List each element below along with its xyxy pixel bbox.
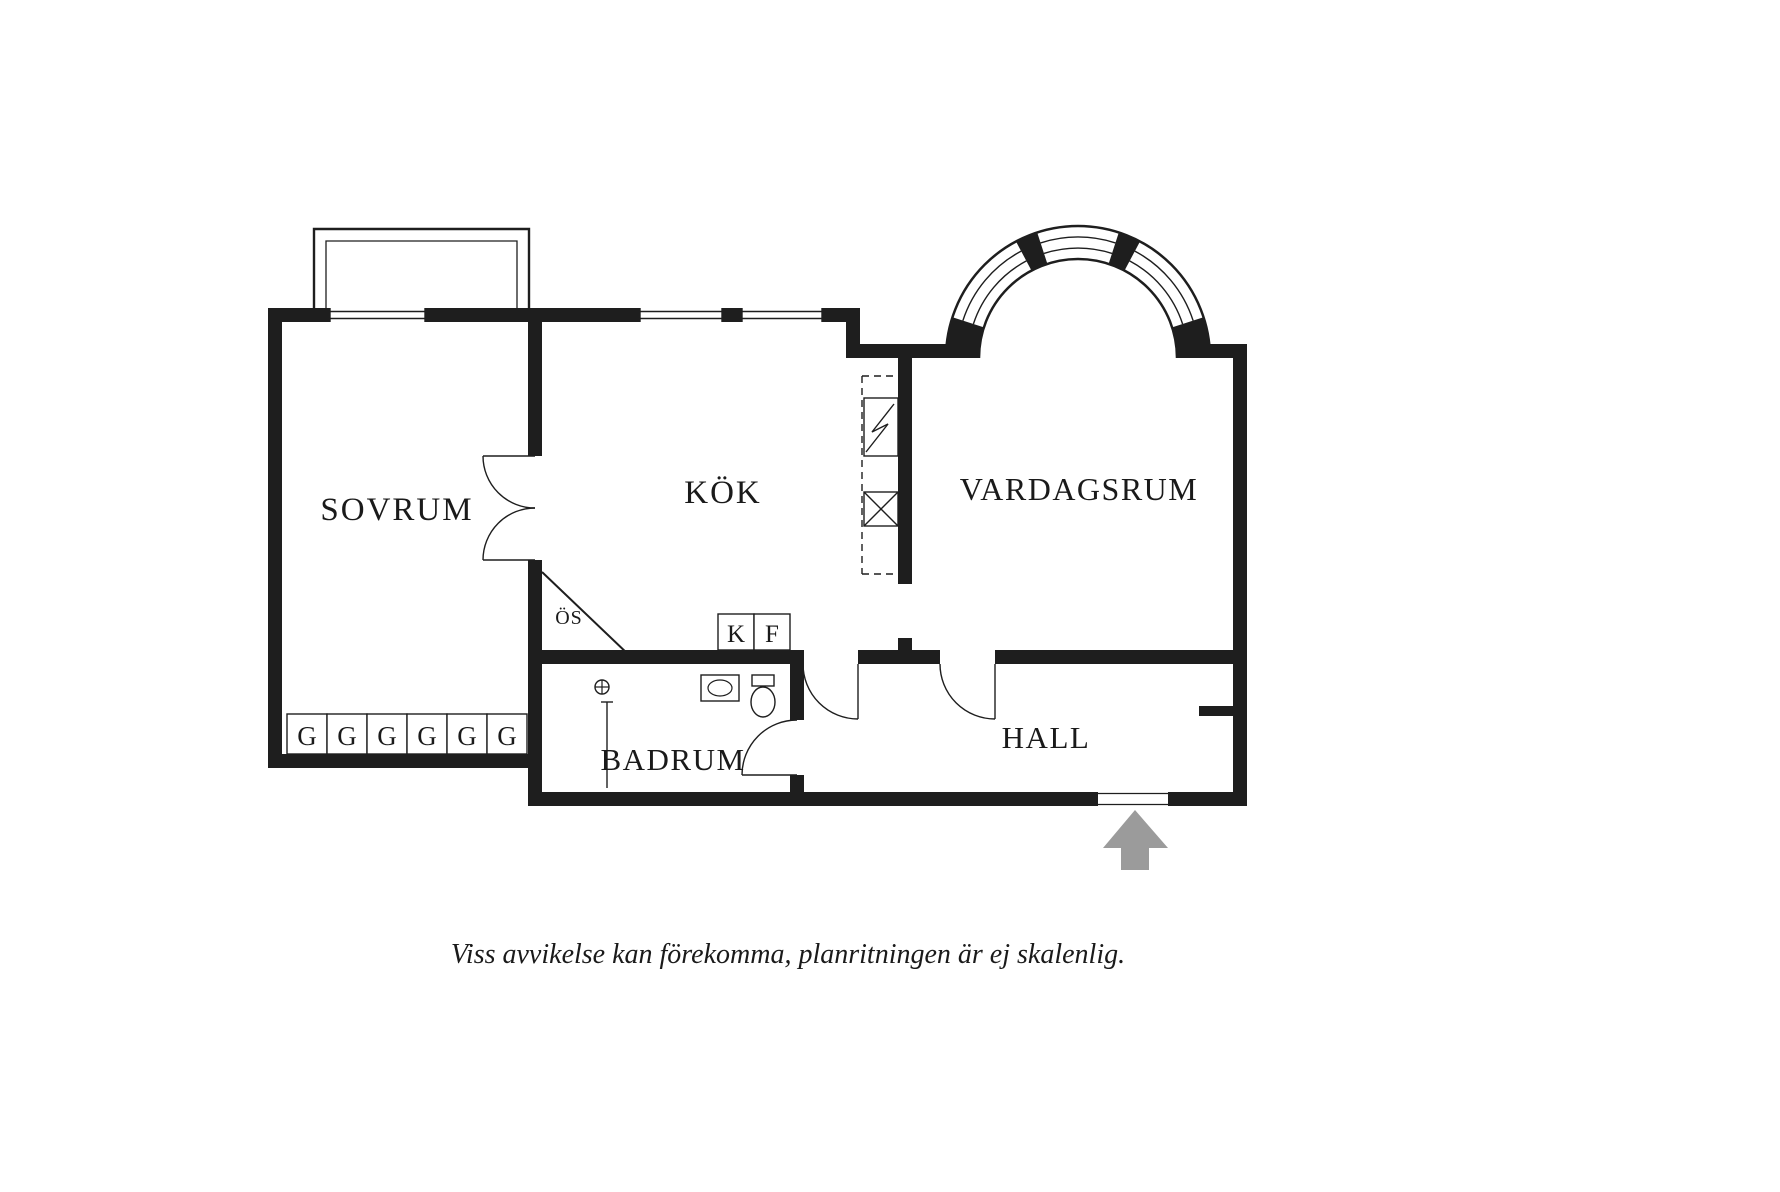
wall-bottom-seg1 <box>528 792 1098 806</box>
room-label-kok: KÖK <box>684 475 762 511</box>
wall-hall-mid <box>858 650 940 664</box>
bathroom-fixtures <box>594 674 776 788</box>
room-label-sovrum: SOVRUM <box>320 492 473 528</box>
wardrobes: G G G G G G <box>286 713 528 755</box>
sink-icon <box>700 674 740 702</box>
wardrobe-label: G <box>497 721 517 751</box>
bay-window <box>944 224 1212 359</box>
stove-cross-line <box>863 491 899 527</box>
sink-basin <box>707 679 733 697</box>
balcony-outer-line <box>312 227 531 312</box>
wardrobe-label: G <box>417 721 437 751</box>
wall-hall-right <box>995 650 1233 664</box>
toilet-icon <box>750 686 776 718</box>
freezer-label: F <box>765 621 779 648</box>
kitchen-counter <box>861 375 899 575</box>
bay-glass-line <box>972 260 1027 325</box>
wardrobe-box <box>286 713 328 755</box>
wall-divider-top <box>528 308 542 456</box>
wall-bottom-seg2 <box>1168 792 1247 806</box>
os-diagonal-wall <box>541 571 631 657</box>
bay-window-glass <box>962 236 1194 325</box>
double-door-swing-top <box>482 455 536 509</box>
bay-pier <box>1108 232 1140 271</box>
bay-pier <box>1172 317 1210 358</box>
wardrobe-box <box>446 713 488 755</box>
wardrobe-label: G <box>337 721 357 751</box>
bay-glass-line <box>1043 247 1113 255</box>
freezer-box <box>753 613 791 651</box>
wall-divider-bottom <box>528 560 542 664</box>
bay-outer-arc <box>944 224 1212 359</box>
caption: Viss avvikelse kan förekomma, planritnin… <box>451 939 1125 970</box>
wall-bath-right-bottom <box>790 775 804 792</box>
fridge-label: K <box>727 621 745 648</box>
balcony-inner-line <box>325 240 518 312</box>
entrance-arrow-icon <box>1103 810 1168 870</box>
wall-right <box>1233 344 1247 806</box>
room-labels: SOVRUM KÖK VARDAGSRUM BADRUM HALL ÖS <box>320 471 1198 777</box>
wall-living-west <box>898 344 912 584</box>
os-label: ÖS <box>555 606 583 629</box>
wall-top-seg3 <box>722 308 742 322</box>
room-label-vardagsrum: VARDAGSRUM <box>960 471 1198 507</box>
bay-piers <box>946 232 1210 358</box>
wardrobe-label: G <box>457 721 477 751</box>
bay-glass-line <box>1134 250 1194 321</box>
interior-walls <box>528 308 1233 792</box>
windows <box>329 308 823 322</box>
room-label-hall: HALL <box>1002 720 1091 755</box>
wardrobe-box <box>406 713 448 755</box>
bay-glass-line <box>1040 236 1116 244</box>
appliance-flash-symbol <box>865 403 895 453</box>
kitchen-hall-door-swing <box>802 663 859 720</box>
doors <box>482 455 1168 806</box>
bay-glass-line <box>1129 260 1184 325</box>
wardrobe-label: G <box>297 721 317 751</box>
toilet-tank <box>751 674 775 687</box>
bay-pier <box>1016 232 1048 271</box>
double-door-swing-bottom <box>482 507 536 561</box>
wardrobe-box <box>326 713 368 755</box>
wall-left <box>268 308 282 768</box>
room-label-badrum: BADRUM <box>600 742 745 777</box>
bathroom-door-swing <box>741 719 798 776</box>
fridge-box <box>717 613 755 651</box>
wall-hall-recess-stub <box>1199 706 1233 716</box>
wardrobe-box <box>486 713 528 755</box>
balcony <box>312 227 531 312</box>
wall-bath-left <box>528 650 542 806</box>
wardrobe-label: G <box>377 721 397 751</box>
fridge-freezer: K F <box>717 613 791 651</box>
living-hall-door-swing <box>939 663 996 720</box>
bay-inner-arc <box>977 257 1179 359</box>
bay-pier <box>946 317 984 358</box>
bay-glass-line <box>962 250 1022 321</box>
wall-bath-right-top <box>790 650 804 720</box>
wall-top-seg1 <box>268 308 330 322</box>
wall-stub-notch <box>898 638 912 650</box>
wall-kitchen-south <box>528 650 802 664</box>
wall-bedroom-bottom <box>268 754 542 768</box>
